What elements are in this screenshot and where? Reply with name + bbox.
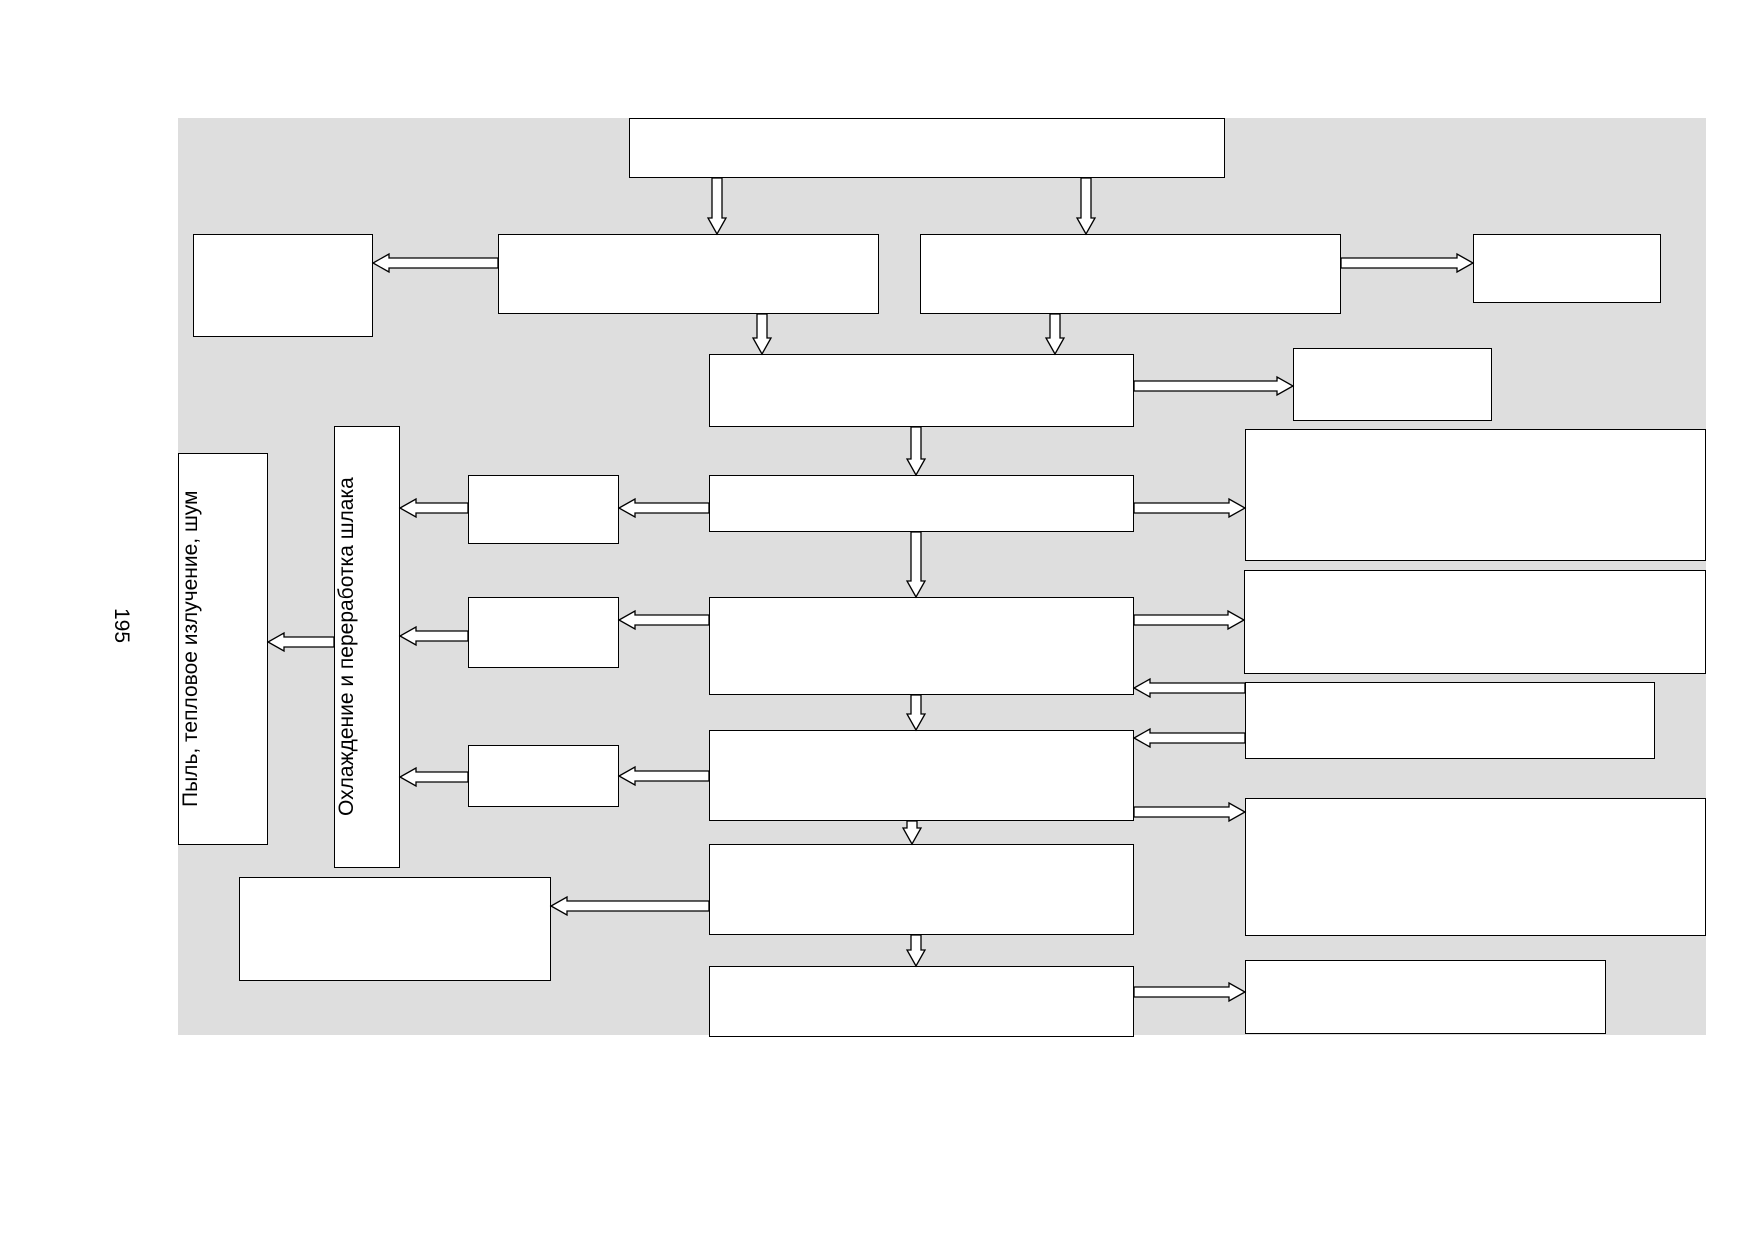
- block-bottom-left: [239, 877, 551, 981]
- arrow-center-5-to-bottom-left: [549, 895, 710, 917]
- arrow-center-4-to-small-left-3: [617, 765, 710, 787]
- block-row1-right: [920, 234, 1341, 314]
- arrow-row1-right-to-outer-right: [1340, 252, 1475, 274]
- block-right-large-1: [1245, 429, 1706, 561]
- arrow-right-input-to-center-4: [1132, 727, 1246, 749]
- block-right-large-3: [1245, 798, 1706, 936]
- arrow-center-6-to-right-bottom: [1133, 981, 1247, 1003]
- arrow-center-1-to-right-1: [1133, 375, 1295, 397]
- block-right-1: [1293, 348, 1492, 421]
- arrow-row1-left-to-outer-left: [371, 252, 499, 274]
- arrow-center-1-to-center-2: [905, 426, 927, 477]
- arrow-small-left-3-to-slag: [398, 766, 469, 788]
- block-top: [629, 118, 1225, 178]
- arrow-row1-left-to-center-1: [751, 313, 773, 356]
- block-outer-left-top: [193, 234, 373, 337]
- block-center-5: [709, 844, 1134, 935]
- arrow-center-5-to-center-6: [905, 934, 927, 968]
- arrow-center-2-to-right-large-1: [1133, 497, 1247, 519]
- block-small-left-1: [468, 475, 619, 544]
- block-right-large-2: [1244, 570, 1706, 674]
- arrow-center-4-to-right-large-3: [1133, 801, 1247, 823]
- block-center-4: [709, 730, 1134, 821]
- block-slag-processing: [334, 426, 400, 868]
- block-right-bottom: [1245, 960, 1606, 1034]
- arrow-top-to-row1-left: [706, 177, 728, 236]
- block-center-3: [709, 597, 1134, 695]
- arrow-small-left-2-to-slag: [398, 625, 469, 647]
- arrow-center-3-to-center-4: [905, 694, 927, 732]
- arrow-center-3-to-right-large-2: [1133, 609, 1246, 631]
- block-right-input: [1245, 682, 1655, 759]
- page-number: 195: [110, 608, 133, 644]
- arrow-center-2-to-small-left-1: [617, 497, 710, 519]
- block-center-6: [709, 966, 1134, 1037]
- arrow-right-input-to-center-3: [1132, 677, 1246, 699]
- block-emissions: [178, 453, 268, 845]
- arrow-center-4-to-center-5: [901, 820, 923, 846]
- arrow-row1-right-to-center-1: [1044, 313, 1066, 356]
- arrow-center-2-to-center-3: [905, 531, 927, 599]
- arrow-slag-to-emissions: [266, 631, 335, 653]
- block-row1-left: [498, 234, 879, 314]
- arrow-top-to-row1-right: [1075, 177, 1097, 236]
- block-small-left-2: [468, 597, 619, 668]
- arrow-small-left-1-to-slag: [398, 497, 469, 519]
- arrow-center-3-to-small-left-2: [617, 609, 710, 631]
- block-outer-right-top: [1473, 234, 1661, 303]
- block-small-left-3: [468, 745, 619, 807]
